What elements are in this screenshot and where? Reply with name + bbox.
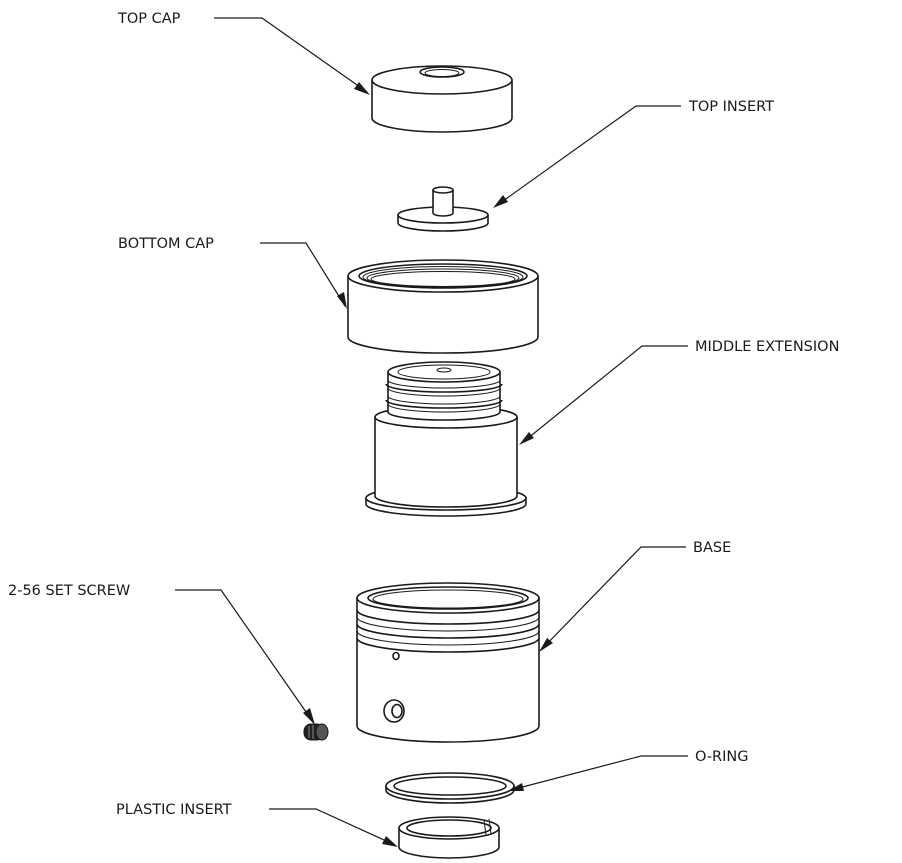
label-top-cap: TOP CAP bbox=[117, 11, 181, 27]
base-part bbox=[356, 582, 540, 743]
o-ring-part bbox=[385, 772, 515, 804]
top-cap-part bbox=[371, 65, 513, 133]
middle-extension-part bbox=[365, 361, 527, 517]
middle-extension-leader bbox=[519, 345, 688, 445]
label-middle-extension: MIDDLE EXTENSION bbox=[695, 339, 839, 355]
o-ring-leader bbox=[508, 755, 688, 791]
label-o-ring: O-RING bbox=[695, 749, 748, 765]
label-bottom-cap: BOTTOM CAP bbox=[118, 236, 214, 252]
bottom-cap-part bbox=[347, 259, 539, 354]
plastic-insert-part bbox=[398, 816, 500, 859]
plastic-insert-leader bbox=[269, 808, 398, 847]
top-cap-leader bbox=[214, 17, 370, 95]
bottom-cap-leader bbox=[260, 242, 347, 309]
set-screw-leader bbox=[175, 589, 315, 725]
label-base: BASE bbox=[693, 540, 731, 556]
top-insert-leader bbox=[493, 105, 681, 208]
label-top-insert: TOP INSERT bbox=[688, 99, 774, 115]
base-leader bbox=[539, 546, 686, 652]
top-insert-part bbox=[397, 186, 489, 232]
label-set-screw: 2-56 SET SCREW bbox=[8, 583, 130, 599]
set-screw-part bbox=[303, 723, 329, 741]
label-plastic-insert: PLASTIC INSERT bbox=[116, 802, 232, 818]
